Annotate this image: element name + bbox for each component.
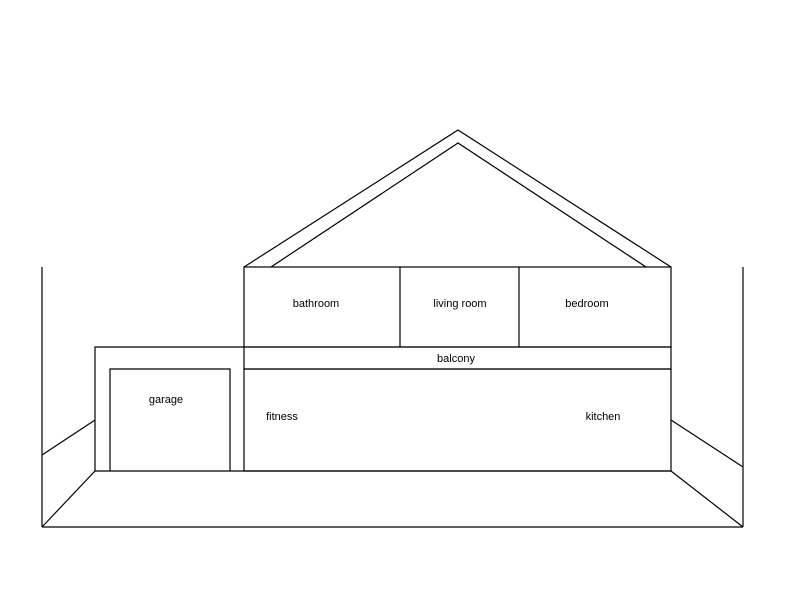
ground-right-diagonal	[670, 470, 744, 528]
room-label-kitchen: kitchen	[586, 411, 621, 423]
garage-annex-frame	[94, 346, 244, 471]
room-label-garage: garage	[149, 394, 183, 406]
left-wall-perspective	[41, 419, 96, 456]
roof-inner	[270, 142, 647, 268]
room-label-fitness: fitness	[266, 411, 298, 423]
room-label-balcony: balcony	[437, 353, 475, 365]
room-label-bedroom: bedroom	[565, 298, 608, 310]
room-label-bathroom: bathroom	[293, 298, 339, 310]
ground-floor-frame	[243, 368, 672, 472]
ground-left-diagonal	[41, 470, 96, 528]
right-wall-perspective	[670, 419, 744, 468]
room-label-living-room: living room	[433, 298, 486, 310]
garage-door	[109, 368, 231, 471]
roof-outer	[243, 129, 672, 268]
